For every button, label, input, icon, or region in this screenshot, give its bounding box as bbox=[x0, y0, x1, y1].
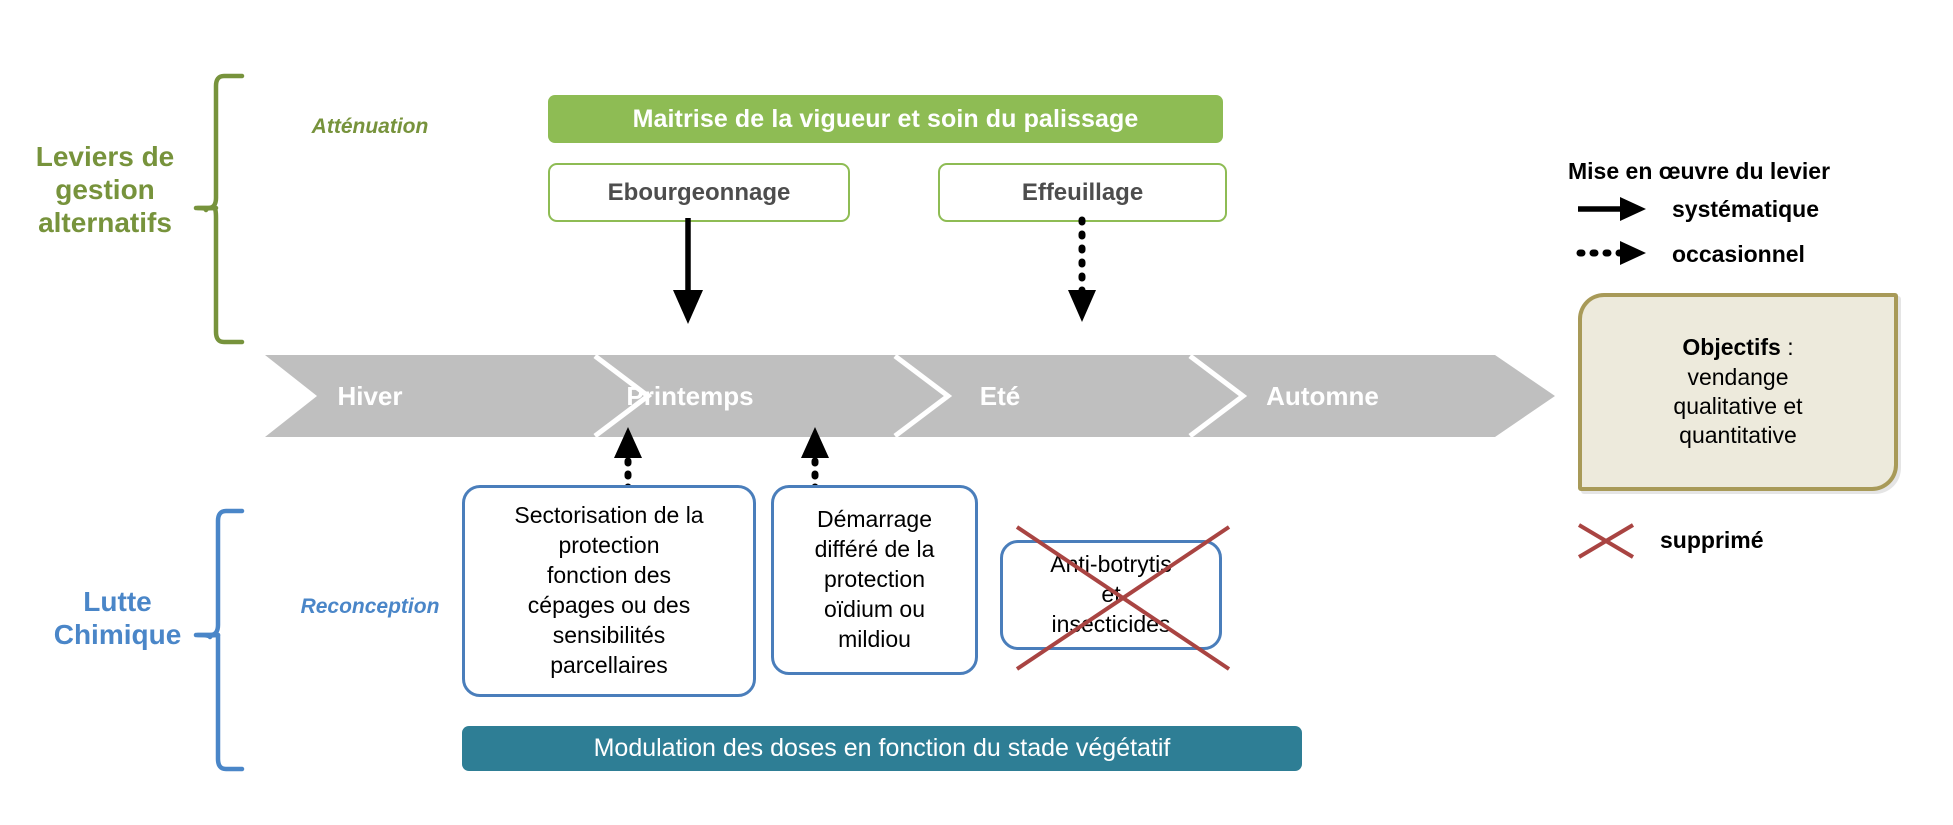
modulation-bar[interactable]: Modulation des doses en fonction du stad… bbox=[462, 726, 1302, 771]
sectorisation-box[interactable]: Sectorisation de la protection fonction … bbox=[462, 485, 756, 697]
objectifs-line3: quantitative bbox=[1679, 422, 1797, 449]
sectorisation-line4: cépages ou des bbox=[527, 592, 691, 618]
vigour-banner[interactable]: Maitrise de la vigueur et soin du paliss… bbox=[548, 95, 1223, 143]
season-automne[interactable]: Automne bbox=[1266, 380, 1379, 411]
dotted-arrow-icon bbox=[1576, 241, 1646, 265]
alternatives-label-line2: gestion bbox=[55, 174, 155, 206]
red-cross-icon-overlay bbox=[1015, 525, 1231, 671]
sectorisation-line5: sensibilités bbox=[552, 621, 666, 648]
dotted-arrow-down-icon bbox=[1068, 216, 1096, 322]
season-ete[interactable]: Eté bbox=[979, 380, 1021, 411]
sectorisation-line6: parcellaires bbox=[550, 651, 668, 678]
reconception-label: Reconception bbox=[300, 595, 440, 618]
objectifs-line2: qualitative et bbox=[1673, 393, 1803, 419]
objectifs-heading-row: Objectifs : bbox=[1673, 333, 1802, 362]
alternatives-label-line1: Leviers de bbox=[35, 141, 175, 172]
chemical-label-line1: Lutte bbox=[83, 586, 152, 617]
ebourgeonnage-box[interactable]: Ebourgeonnage bbox=[548, 163, 850, 222]
demarrage-box[interactable]: Démarrage différé de la protection oïdiu… bbox=[771, 485, 978, 675]
sectorisation-line3: fonction des bbox=[546, 562, 672, 589]
demarrage-line1: Démarrage bbox=[816, 506, 933, 533]
legend-label-systematique: systématique bbox=[1672, 196, 1820, 222]
season-hiver[interactable]: Hiver bbox=[337, 380, 403, 411]
dotted-arrow-up-icon-2 bbox=[801, 427, 829, 493]
sectorisation-line1: Sectorisation de la bbox=[514, 502, 704, 529]
sectorisation-line2: protection bbox=[558, 532, 660, 559]
alternatives-brace bbox=[193, 73, 245, 345]
anti-botrytis-box[interactable]: Anti-botrytis et insecticides bbox=[1000, 540, 1222, 650]
season-printemps[interactable]: Printemps bbox=[626, 380, 754, 411]
season-timeline bbox=[265, 354, 1555, 438]
legend-title: Mise en œuvre du levier bbox=[1568, 158, 1831, 184]
solid-arrow-icon bbox=[1578, 197, 1646, 221]
effeuillage-box[interactable]: Effeuillage bbox=[938, 163, 1227, 222]
demarrage-line4: oïdium ou bbox=[823, 595, 925, 622]
demarrage-line3: protection bbox=[823, 566, 925, 593]
solid-arrow-down-icon bbox=[673, 218, 703, 324]
demarrage-line2: différé de la bbox=[814, 536, 935, 563]
chemical-label: Lutte Chimique bbox=[35, 585, 200, 651]
objectifs-separator: : bbox=[1780, 334, 1794, 361]
dotted-arrow-up-icon-1 bbox=[614, 427, 642, 493]
legend-label-supprime: supprimé bbox=[1660, 527, 1764, 553]
alternatives-label: Leviers de gestion alternatifs bbox=[20, 140, 190, 239]
chemical-label-line2: Chimique bbox=[53, 619, 182, 651]
chemical-brace bbox=[193, 508, 245, 772]
alternatives-label-line3: alternatifs bbox=[38, 207, 172, 239]
objectifs-heading: Objectifs bbox=[1682, 334, 1781, 361]
objectifs-line1: vendange bbox=[1687, 363, 1789, 390]
objectifs-card: Objectifs : vendange qualitative et quan… bbox=[1578, 293, 1898, 491]
attenuation-label: Atténuation bbox=[311, 115, 429, 138]
red-cross-icon bbox=[1577, 523, 1635, 559]
legend-label-occasionnel: occasionnel bbox=[1672, 241, 1805, 267]
demarrage-line5: mildiou bbox=[838, 625, 911, 652]
